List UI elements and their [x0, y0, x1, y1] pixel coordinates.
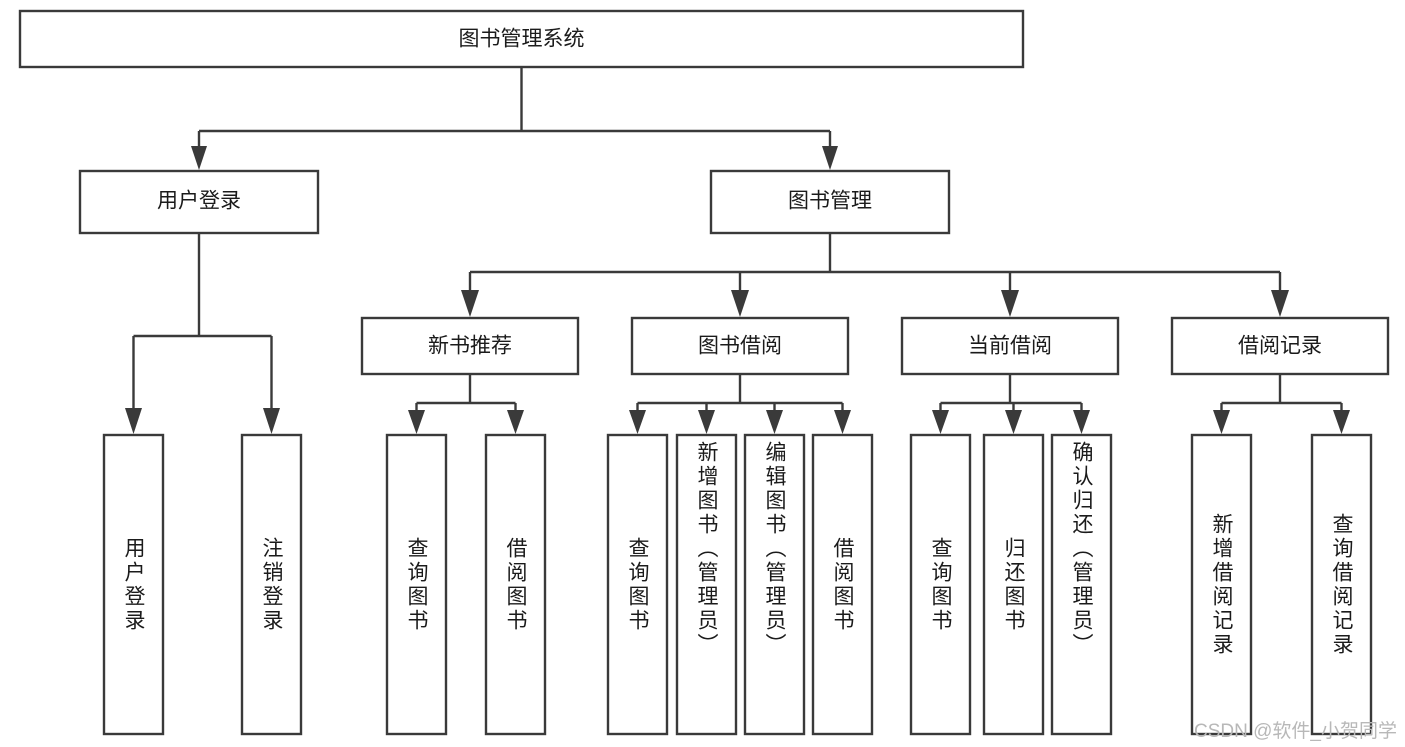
- arrow-head-leaf-add-book-admin: [698, 410, 715, 434]
- node-book-borrow-box[interactable]: [630, 316, 850, 376]
- node-leaf-edit-book-admin-box[interactable]: [743, 433, 806, 736]
- node-leaf-query-book-current-box[interactable]: [909, 433, 972, 736]
- node-leaf-query-book-borrow-box[interactable]: [606, 433, 669, 736]
- node-borrow-record-box[interactable]: [1170, 316, 1390, 376]
- node-user-login-label: 用户登录: [157, 190, 241, 213]
- node-book-borrow-label: 图书借阅: [698, 335, 782, 358]
- arrow-head-leaf-logout: [263, 408, 280, 434]
- node-new-book-recommend-label: 新书推荐: [428, 335, 512, 358]
- arrow-head-leaf-user-login: [125, 408, 142, 434]
- node-user-login-box[interactable]: [78, 169, 320, 235]
- node-leaf-query-borrow-record-box[interactable]: [1310, 433, 1373, 736]
- node-leaf-add-book-admin-box[interactable]: [675, 433, 738, 736]
- arrow-head-borrow-record: [1271, 290, 1289, 317]
- arrow-head-leaf-add-borrow-record: [1213, 410, 1230, 434]
- arrow-head-leaf-query-book-recommend: [408, 410, 425, 434]
- arrow-head-user-login: [191, 146, 207, 170]
- arrow-head-leaf-query-book-borrow: [629, 410, 646, 434]
- node-layer: 图书管理系统 用户登录 图书管理 新书推荐 图书借阅 当前借阅 借阅记录: [18, 9, 1390, 736]
- arrow-head-book-borrow: [731, 290, 749, 317]
- node-book-management-box[interactable]: [709, 169, 951, 235]
- node-current-borrow-box[interactable]: [900, 316, 1120, 376]
- arrow-head-leaf-edit-book-admin: [766, 410, 783, 434]
- node-leaf-confirm-return-admin-box[interactable]: [1050, 433, 1113, 736]
- arrow-head-leaf-query-borrow-record: [1333, 410, 1350, 434]
- node-leaf-user-login-box[interactable]: [102, 433, 165, 736]
- node-root-label: 图书管理系统: [459, 28, 585, 51]
- node-borrow-record-label: 借阅记录: [1238, 335, 1322, 358]
- node-leaf-query-book-recommend-box[interactable]: [385, 433, 448, 736]
- node-leaf-borrow-book-recommend-box[interactable]: [484, 433, 547, 736]
- arrow-head-leaf-borrow-book: [834, 410, 851, 434]
- node-new-book-recommend-box[interactable]: [360, 316, 580, 376]
- arrow-head-book-management: [822, 146, 838, 170]
- node-book-management-label: 图书管理: [788, 190, 872, 213]
- node-root-box[interactable]: [18, 9, 1025, 69]
- arrow-head-leaf-borrow-book-recommend: [507, 410, 524, 434]
- arrow-head-new-book-recommend: [461, 290, 479, 317]
- arrow-head-leaf-confirm-return-admin: [1073, 410, 1090, 434]
- arrow-head-leaf-query-book-current: [932, 410, 949, 434]
- arrow-head-leaf-return-book: [1005, 410, 1022, 434]
- node-leaf-return-book-box[interactable]: [982, 433, 1045, 736]
- node-leaf-add-borrow-record-box[interactable]: [1190, 433, 1253, 736]
- arrow-head-current-borrow: [1001, 290, 1019, 317]
- connector-layer: [125, 67, 1350, 434]
- node-current-borrow-label: 当前借阅: [968, 335, 1052, 358]
- node-leaf-logout-box[interactable]: [240, 433, 303, 736]
- watermark-text: CSDN @软件_小贺同学: [1194, 721, 1397, 742]
- node-leaf-borrow-book-box[interactable]: [811, 433, 874, 736]
